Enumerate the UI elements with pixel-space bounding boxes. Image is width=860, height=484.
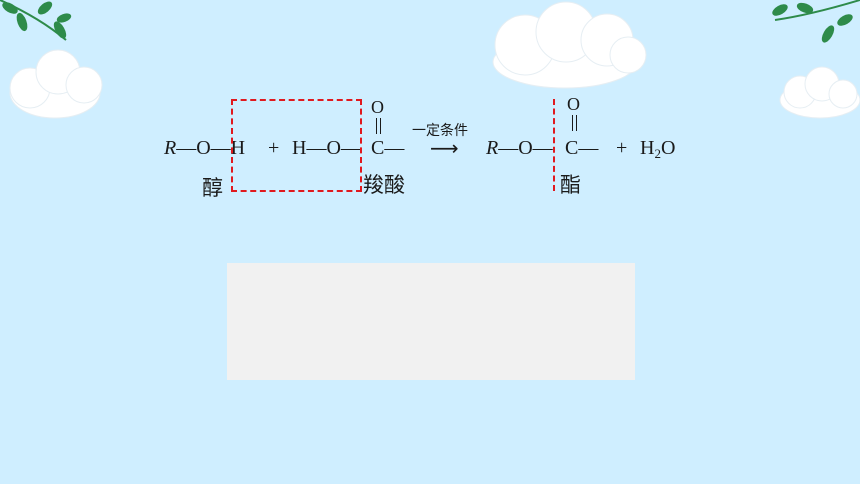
- water-h: H: [640, 137, 655, 159]
- double-bond-icon: [375, 118, 383, 134]
- plus-sign: +: [616, 137, 628, 159]
- leaf-branch-icon: [0, 0, 72, 41]
- ester-alkyl-r: R: [486, 137, 499, 159]
- alkyl-group-r: R: [164, 137, 177, 159]
- ester-o-link: —O—: [498, 137, 553, 159]
- ester-bond-dashline: [553, 99, 555, 191]
- carboxylic-acid-label: 羧酸: [363, 173, 405, 197]
- cloud-icon: [492, 1, 647, 89]
- reaction-arrow-icon: ⟶: [430, 136, 459, 160]
- cloud-icon: [779, 66, 860, 119]
- double-bond-icon: [571, 115, 579, 131]
- alcohol-formula: R—O—H: [164, 138, 245, 158]
- water-formula: H2O: [640, 138, 675, 160]
- ester-carbonyl-carbon: C—: [565, 137, 599, 159]
- plus-sign: +: [268, 137, 280, 159]
- ester-formula: R—O—: [486, 138, 553, 158]
- acid-ho-group: H—O—: [292, 137, 361, 159]
- acid-carbonyl-carbon: C—: [371, 137, 405, 159]
- leaf-branch-icon: [772, 0, 860, 43]
- alcohol-oh: —O—H: [176, 137, 246, 159]
- alcohol-label: 醇: [202, 176, 223, 200]
- water-elimination-box: [231, 99, 362, 192]
- cloud-icon: [9, 49, 103, 119]
- water-subscript: 2: [654, 146, 661, 161]
- water-o: O: [660, 137, 676, 159]
- acid-carbonyl-oxygen: O: [371, 97, 384, 117]
- blank-answer-panel: [227, 263, 635, 380]
- reaction-condition: 一定条件: [412, 123, 468, 139]
- ester-label: 酯: [560, 173, 581, 197]
- ester-carbonyl-oxygen: O: [567, 94, 580, 114]
